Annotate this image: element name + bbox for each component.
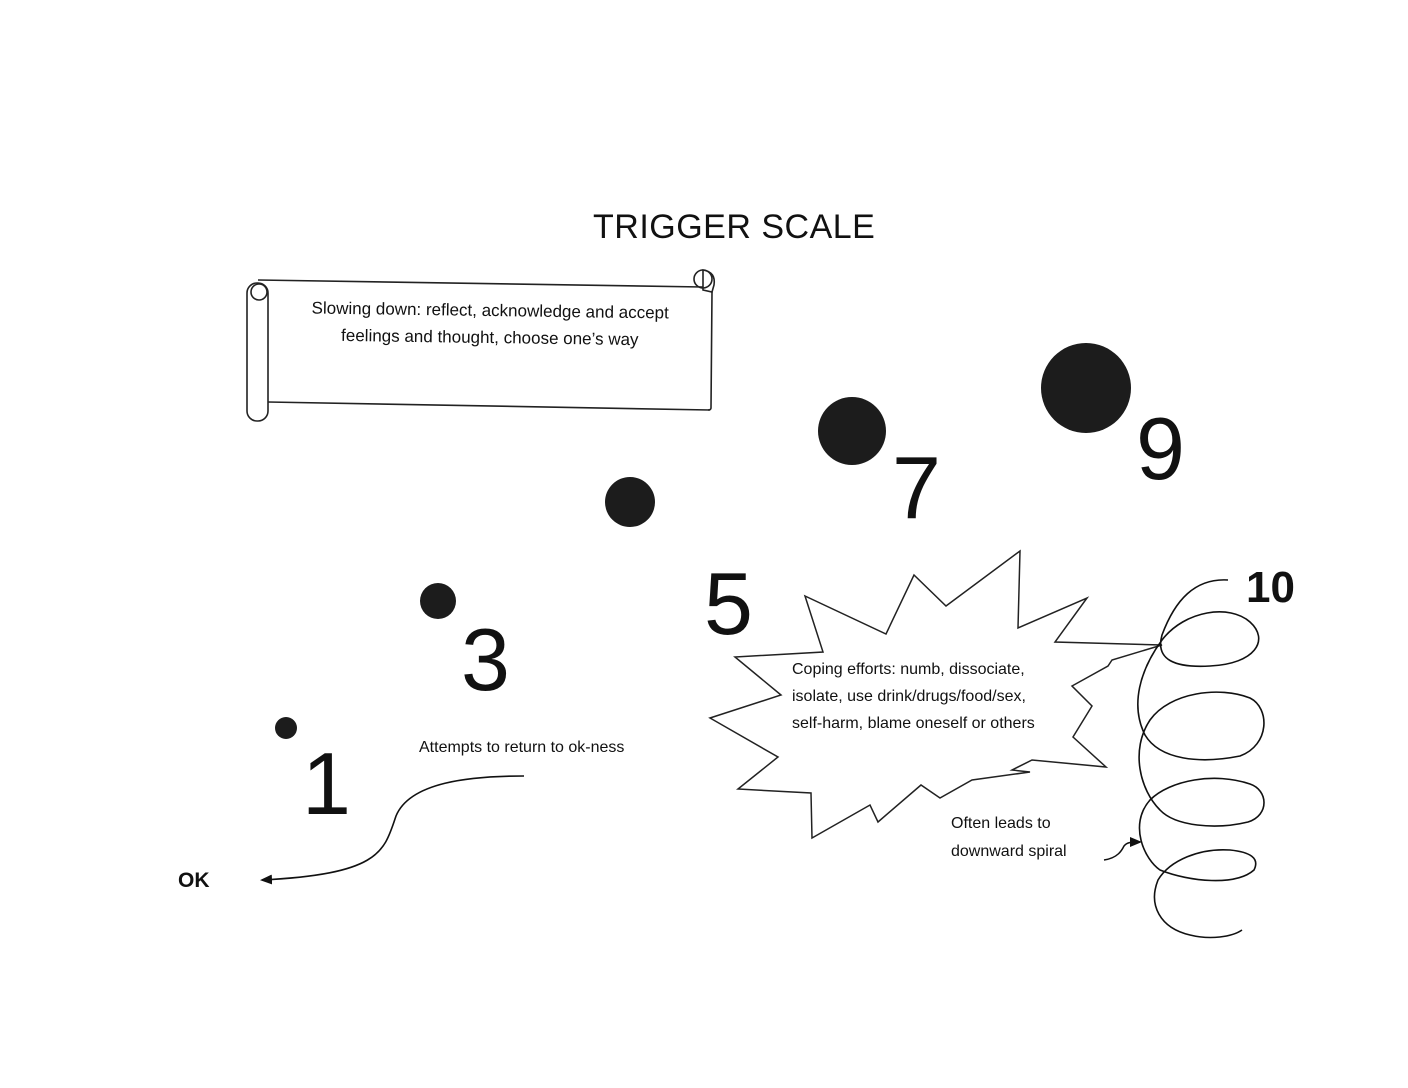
return-arrow — [260, 775, 525, 885]
scroll-banner — [246, 269, 716, 422]
scale-label-3: 3 — [461, 610, 510, 709]
coping-line: isolate, use drink/drugs/food/sex, — [792, 688, 1026, 705]
spiral-note: Often leads to downward spiral — [951, 810, 1067, 866]
coping-starburst — [708, 549, 1163, 840]
spiral-pointer-arrow — [1103, 837, 1142, 861]
coping-efforts-text: Coping efforts: numb, dissociate, isolat… — [792, 656, 1092, 737]
scale-dot-7 — [818, 397, 886, 465]
scale-dot-9 — [1041, 343, 1131, 433]
ok-label: OK — [178, 869, 210, 892]
downward-spiral — [1137, 579, 1265, 939]
coping-line: Coping efforts: numb, dissociate, — [792, 661, 1025, 678]
scroll-banner-text: Slowing down: reflect, acknowledge and a… — [311, 298, 669, 350]
attempts-label: Attempts to return to ok-ness — [419, 739, 625, 756]
scale-label-9: 9 — [1136, 399, 1185, 498]
scale-dot-1 — [275, 717, 297, 739]
coping-line: self-harm, blame oneself or others — [792, 715, 1035, 732]
scale-label-1: 1 — [302, 734, 351, 833]
scale-label-7: 7 — [892, 438, 941, 537]
scale-dot-3 — [420, 583, 456, 619]
spiral-note-line: downward spiral — [951, 843, 1067, 860]
spiral-note-line: Often leads to — [951, 815, 1051, 832]
scale-label-10: 10 — [1246, 563, 1295, 612]
scale-dot-5 — [605, 477, 655, 527]
scale-label-5: 5 — [704, 554, 753, 653]
page-title: TRIGGER SCALE — [593, 208, 876, 246]
